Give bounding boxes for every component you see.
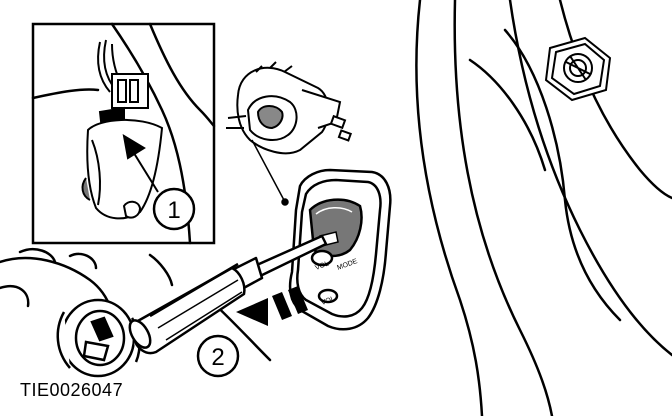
hex-nut [544,36,612,102]
screwdriver [128,234,328,355]
direction-arrow [236,286,308,326]
leader-line [251,139,289,206]
figure-id-label: TIE0026047 [20,380,124,400]
switch-label-vol-bottom: VOL [320,295,336,306]
wiring-connector [226,61,342,155]
callout-1: 1 [152,187,196,231]
inset-arrow [122,134,159,193]
ignition-lock-cylinder [56,298,141,378]
switch-label-vol-top: VOL [314,260,330,271]
callout-2: 2 [196,334,240,378]
callout-2-number: 2 [211,344,224,371]
column-clips [329,114,353,142]
steering-column-outline [415,0,672,416]
callout-1-number: 1 [167,197,180,224]
